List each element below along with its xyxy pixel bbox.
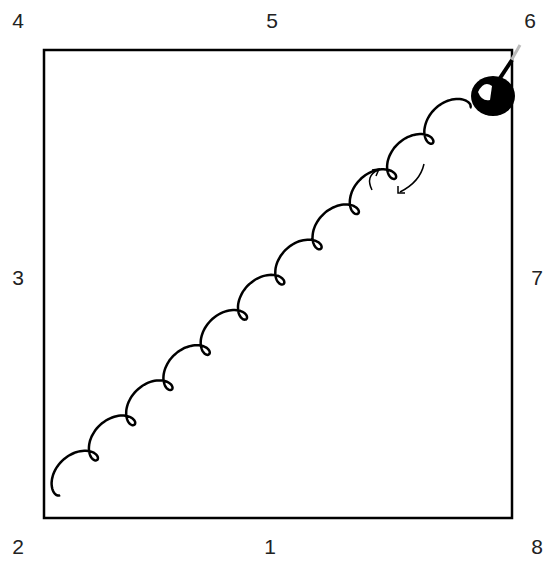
square-arena xyxy=(44,50,512,518)
corner-number: 4 xyxy=(12,10,24,31)
corner-number: 1 xyxy=(264,536,276,557)
corner-number: 8 xyxy=(531,536,543,557)
spiral-path xyxy=(52,99,471,496)
corner-number: 2 xyxy=(12,536,24,557)
corner-number: 3 xyxy=(12,267,24,288)
skater-figure xyxy=(471,45,520,116)
corner-number: 5 xyxy=(266,10,278,31)
corner-number: 7 xyxy=(531,267,543,288)
direction-arrows xyxy=(370,164,424,193)
corner-number: 6 xyxy=(524,10,536,31)
